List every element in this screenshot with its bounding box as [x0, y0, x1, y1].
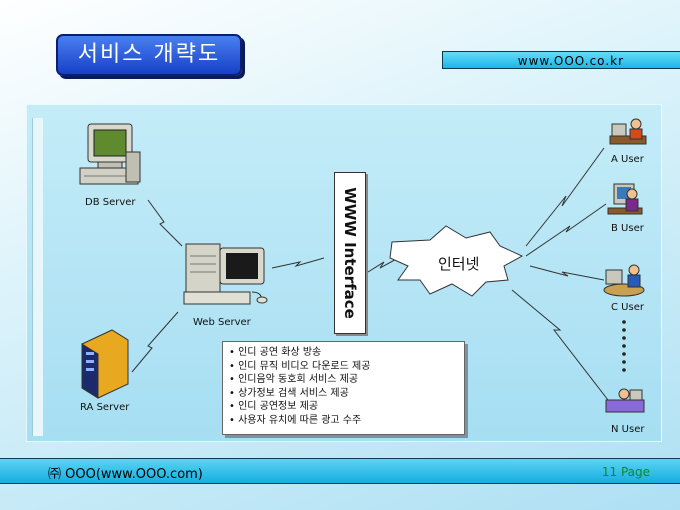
web-server-icon: [183, 243, 268, 305]
footer-bar: [0, 458, 680, 484]
www-interface-label: WWW Interface: [341, 187, 359, 319]
page-title: 서비스 개략도: [56, 34, 242, 76]
db-web-link: [147, 199, 183, 247]
internet-a-user-link: [525, 147, 605, 247]
footer-company: ㈜ OOO(www.OOO.com): [48, 467, 203, 482]
internet-c-user-link: [529, 265, 605, 281]
service-item: 인디 뮤직 비디오 다운로드 제공: [229, 360, 458, 374]
service-list-box: 인디 공연 화상 방송 인디 뮤직 비디오 다운로드 제공 인디음악 동호회 서…: [222, 341, 465, 435]
a-user-label: A User: [611, 154, 644, 165]
service-item: 상가정보 검색 서비스 제공: [229, 387, 458, 401]
service-item: 인디 공연 화상 방송: [229, 346, 458, 360]
n-user-icon: [605, 388, 645, 413]
c-user-icon: [603, 264, 645, 297]
internet-burst-shape: [389, 225, 524, 297]
www-interface-box: WWW Interface: [334, 172, 366, 334]
internet-n-user-link: [511, 289, 609, 401]
a-user-icon: [609, 118, 647, 145]
internet-label: 인터넷: [438, 255, 480, 273]
ra-web-link: [131, 311, 179, 373]
web-server-label: Web Server: [193, 317, 251, 328]
service-item: 인디 공연정보 제공: [229, 400, 458, 414]
panel-edge-bar: [32, 118, 43, 436]
n-user-label: N User: [611, 424, 645, 435]
b-user-label: B User: [611, 223, 644, 234]
ra-server-icon: [81, 329, 129, 399]
internet-b-user-link: [525, 203, 607, 257]
c-user-label: C User: [611, 302, 644, 313]
service-item: 인디음악 동호회 서비스 제공: [229, 373, 458, 387]
www-internet-link: [367, 255, 403, 273]
user-continuation-dots: [622, 320, 626, 372]
ra-server-label: RA Server: [80, 402, 130, 413]
service-list: 인디 공연 화상 방송 인디 뮤직 비디오 다운로드 제공 인디음악 동호회 서…: [229, 346, 458, 427]
db-server-icon: [79, 123, 141, 185]
website-url: www.OOO.co.kr: [442, 51, 680, 69]
b-user-icon: [607, 183, 643, 215]
db-server-label: DB Server: [85, 197, 136, 208]
footer-page-number: 11 Page: [601, 465, 650, 479]
web-www-link: [271, 257, 325, 269]
connector-lines: [131, 147, 609, 401]
service-item: 사용자 유치에 따른 광고 수주: [229, 414, 458, 428]
